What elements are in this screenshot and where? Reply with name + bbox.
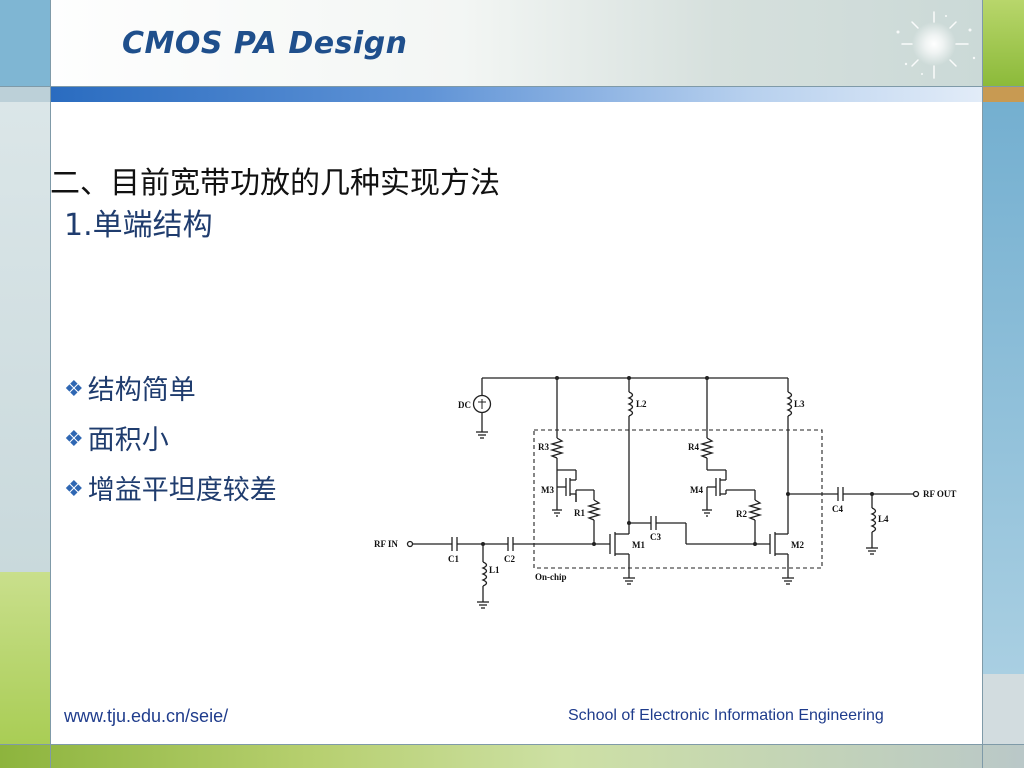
left-decor-column [0, 0, 50, 768]
footer-gradient-bar [0, 744, 1024, 768]
right-block-grey [982, 674, 1024, 744]
right-block-green [982, 0, 1024, 86]
frame-line-left [50, 0, 51, 768]
diamond-bullet-icon: ❖ [64, 477, 84, 502]
label-c1: C1 [448, 554, 459, 564]
label-m3: M3 [541, 485, 554, 495]
label-r2: R2 [736, 509, 747, 519]
left-block-green [0, 572, 50, 744]
section-heading: 二、目前宽带功放的几种实现方法 [50, 166, 500, 201]
diamond-bullet-icon: ❖ [64, 427, 84, 452]
title-gradient-bar [50, 86, 982, 102]
frame-line-right [982, 0, 983, 768]
header-band [0, 0, 1024, 86]
label-c4: C4 [832, 504, 843, 514]
footer-school-name: School of Electronic Information Enginee… [568, 707, 884, 724]
footer-url-link[interactable]: www.tju.edu.cn/seie/ [64, 706, 229, 726]
circuit-schematic: DC RF IN RF OUT On-chip C1 C2 C3 C4 L1 L… [374, 376, 956, 609]
left-block-mid [0, 102, 50, 572]
sparkle-logo-icon [896, 11, 976, 79]
label-r1: R1 [574, 508, 585, 518]
label-r4: R4 [688, 442, 699, 452]
label-dc: DC [458, 400, 471, 410]
bullet-item: ❖增益平坦度较差 [64, 468, 277, 507]
label-c2: C2 [504, 554, 515, 564]
label-c3: C3 [650, 532, 661, 542]
right-decor-column [982, 0, 1024, 768]
label-m4: M4 [690, 485, 703, 495]
right-block-gold [982, 86, 1024, 102]
label-on-chip: On-chip [535, 572, 567, 582]
diamond-bullet-icon: ❖ [64, 377, 84, 402]
label-l3: L3 [794, 399, 805, 409]
frame-line-top [0, 86, 1024, 87]
bullet-item: ❖结构简单 [64, 368, 196, 407]
label-r3: R3 [538, 442, 549, 452]
label-l1: L1 [489, 565, 500, 575]
label-m2: M2 [791, 540, 804, 550]
slide-title: CMOS PA Design [122, 26, 408, 61]
left-block-top [0, 0, 50, 86]
label-rf-in: RF IN [374, 539, 398, 549]
bullet-text: 增益平坦度较差 [87, 475, 277, 506]
label-rf-out: RF OUT [923, 489, 956, 499]
bullet-item: ❖面积小 [64, 418, 169, 457]
left-block-strip [0, 86, 50, 102]
right-block-blue [982, 102, 1024, 674]
bullet-text: 面积小 [87, 425, 169, 456]
label-m1: M1 [632, 540, 645, 550]
bullet-text: 结构简单 [87, 375, 196, 406]
frame-line-bottom [0, 744, 1024, 745]
label-l2: L2 [636, 399, 647, 409]
subsection-heading: 1.单端结构 [64, 208, 213, 243]
label-l4: L4 [878, 514, 889, 524]
